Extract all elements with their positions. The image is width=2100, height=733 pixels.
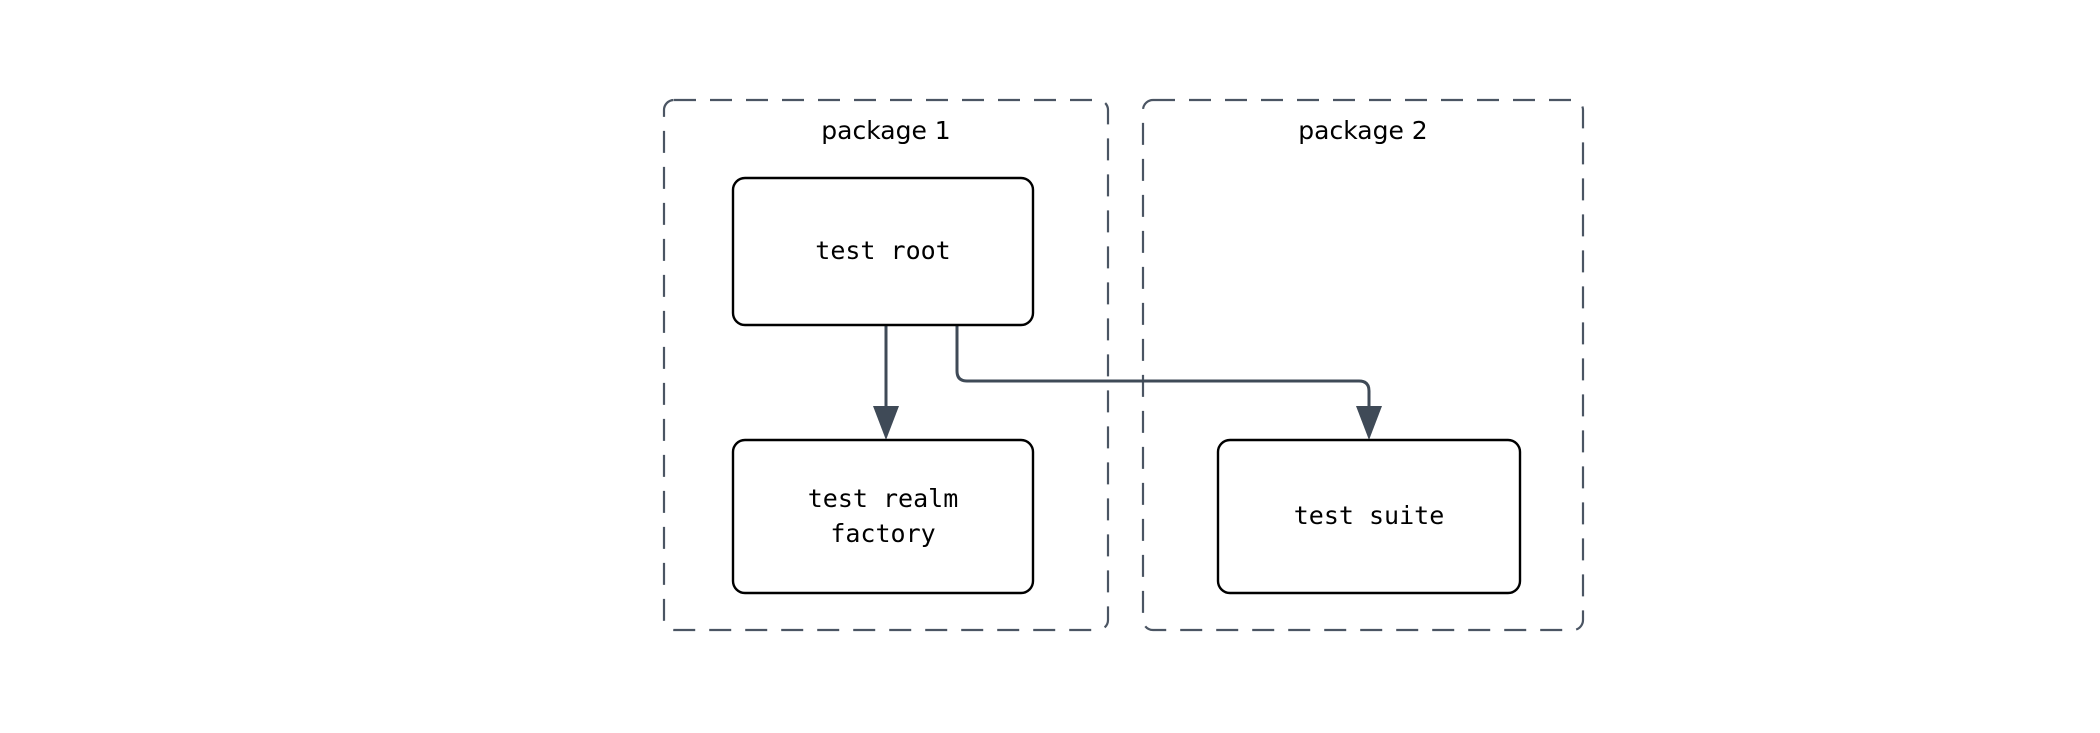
package-group-1[interactable]: package 1 — [662, 98, 1110, 632]
node-test-realm-factory-label-line-1: test realm — [808, 484, 959, 513]
arrowhead-icon-root-to-realm-factory — [873, 406, 899, 440]
node-test-realm-factory[interactable]: test realm factory — [731, 438, 1035, 595]
package-2-frame[interactable] — [1141, 98, 1585, 632]
package-2-label: package 2 — [1298, 116, 1427, 145]
node-test-root[interactable]: test root — [731, 176, 1035, 327]
node-test-realm-factory-box[interactable] — [731, 438, 1035, 595]
edge-line-root-to-suite — [955, 325, 1371, 407]
arrowhead-icon-root-to-suite — [1356, 406, 1382, 440]
node-test-realm-factory-label-line-2: factory — [830, 519, 935, 548]
edge-test-root-to-test-suite — [955, 325, 1382, 440]
package-group-2[interactable]: package 2 — [1141, 98, 1585, 632]
edge-test-root-to-test-realm-factory — [873, 325, 899, 440]
package-1-label: package 1 — [821, 116, 950, 145]
package-1-frame[interactable] — [662, 98, 1110, 632]
node-test-suite[interactable]: test suite — [1216, 438, 1522, 595]
node-test-suite-box[interactable] — [1216, 438, 1522, 595]
node-test-root-label-line-1: test root — [815, 236, 950, 265]
node-test-root-box[interactable] — [731, 176, 1035, 327]
node-test-suite-label-line-1: test suite — [1294, 501, 1445, 530]
